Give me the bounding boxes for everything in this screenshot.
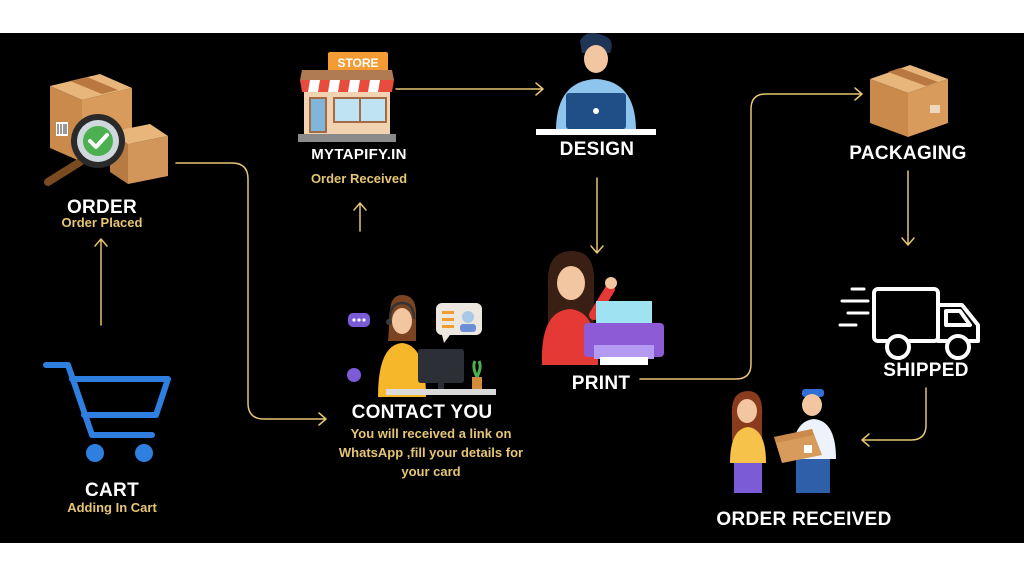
designer-laptop-icon (536, 33, 656, 135)
node-title-shipped: SHIPPED (883, 360, 969, 381)
arrow-design-to-print (590, 177, 604, 254)
arrow-print-to-packaging (639, 87, 863, 380)
arrow-shipped-to-received (861, 387, 927, 447)
node-title-packaging: PACKAGING (849, 143, 967, 164)
node-title-store: MYTAPIFY.IN (311, 146, 407, 163)
node-title-contact: CONTACT YOU (351, 402, 493, 423)
arrow-cart-to-order (94, 238, 108, 326)
support-agent-icon (347, 295, 496, 397)
store-sign-text: STORE (337, 56, 378, 70)
arrow-packaging-to-shipped (901, 170, 915, 246)
arrow-contact-to-store (353, 202, 367, 232)
node-title-design: DESIGN (559, 139, 635, 160)
node-subtitle-order: Order Placed (61, 215, 143, 230)
package-check-icon (44, 74, 168, 186)
delivery-truck-icon (838, 287, 980, 360)
node-title-print: PRINT (571, 373, 631, 394)
flow-diagram: ORDER Order Placed CART Adding In Cart S… (0, 33, 1024, 543)
node-subtitle-cart: Adding In Cart (67, 500, 157, 515)
node-title-order: ORDER (66, 197, 138, 218)
delivery-handover-icon (730, 389, 836, 493)
shopping-cart-icon (43, 362, 171, 462)
node-title-received: ORDER RECEIVED (716, 509, 892, 530)
box-icon (870, 65, 948, 137)
store-icon: STORE (298, 52, 396, 142)
node-subtitle-store: Order Received (310, 171, 408, 186)
connector-layer (94, 82, 927, 447)
arrow-order-to-contact (175, 162, 327, 426)
arrow-store-to-design (395, 82, 544, 96)
node-subtitle-contact: You will received a link on WhatsApp ,fi… (338, 426, 524, 479)
node-title-cart: CART (85, 480, 139, 501)
printer-person-icon (541, 251, 664, 365)
